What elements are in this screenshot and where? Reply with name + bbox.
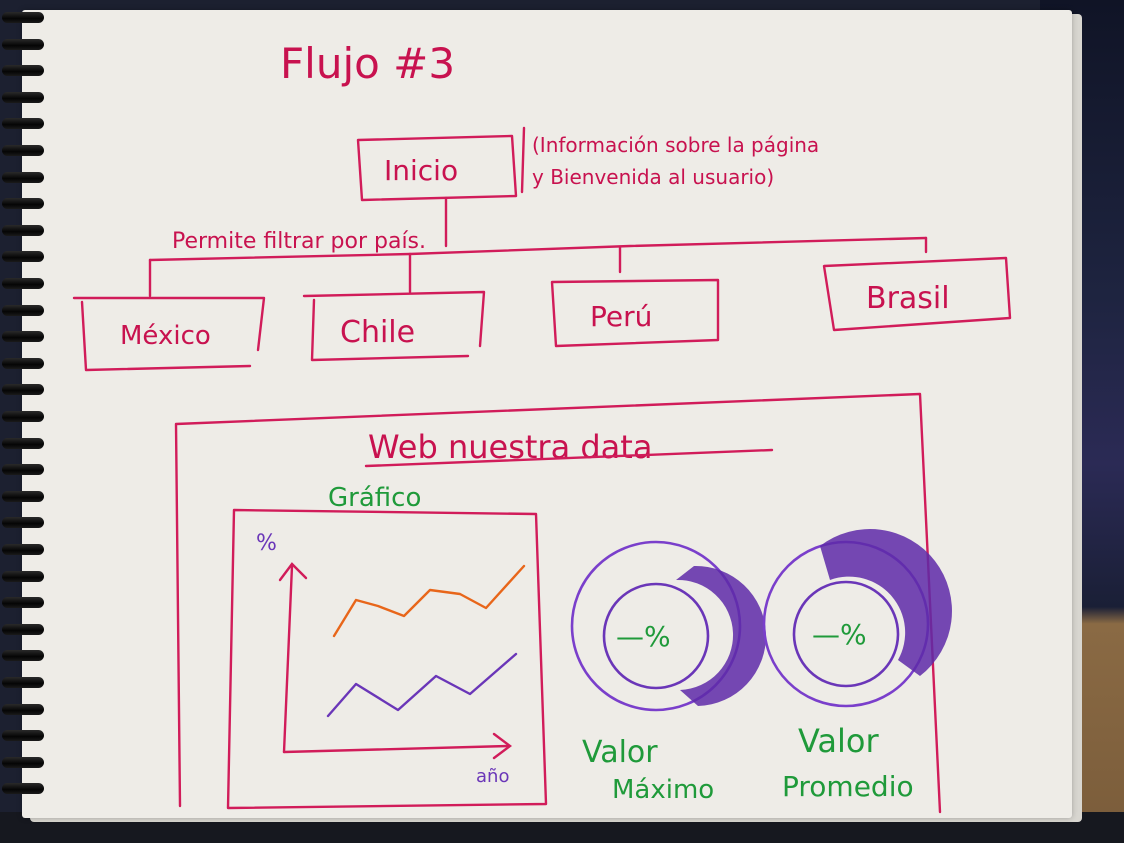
spiral-coil: [2, 38, 44, 50]
spiral-coil: [2, 517, 44, 529]
spiral-coil: [2, 490, 44, 502]
spiral-coil: [2, 650, 44, 662]
spiral-coil: [2, 278, 44, 289]
spiral-coil: [2, 12, 44, 23]
chart-label: Gráfico: [328, 483, 421, 513]
chart-x-axis-label: año: [476, 766, 509, 787]
inicio-note-line1: (Información sobre la página: [532, 133, 819, 157]
chart-y-axis: [282, 564, 294, 754]
spiral-coil: [2, 118, 44, 130]
gauge-max-label-line2: Máximo: [612, 775, 714, 805]
spiral-coil: [2, 623, 44, 635]
country-label-peru: Perú: [590, 300, 652, 333]
chart-series-purple: [326, 652, 518, 718]
spiral-coil: [2, 730, 44, 742]
chart-x-arrow: [492, 732, 512, 760]
country-box-brasil: [822, 256, 1012, 332]
country-box-chile: [302, 290, 486, 362]
inicio-box: [356, 134, 518, 202]
gauge-avg-label-line2: Promedio: [782, 770, 914, 803]
gauge-max-value: —%: [616, 620, 671, 653]
spiral-binding: [2, 12, 46, 812]
gauge-avg-value: —%: [812, 618, 867, 651]
spiral-coil: [2, 677, 44, 688]
chart-y-axis-label: %: [256, 531, 277, 556]
branch-line: [148, 236, 928, 262]
spiral-coil: [2, 756, 44, 768]
spiral-coil: [2, 198, 44, 210]
spiral-coil: [2, 437, 44, 449]
spiral-coil: [2, 251, 44, 263]
spiral-coil: [2, 65, 44, 77]
spiral-coil: [2, 304, 44, 316]
spiral-coil: [2, 91, 44, 103]
spiral-coil: [2, 783, 44, 795]
country-box-mexico: [72, 296, 266, 372]
chart-series-orange: [332, 564, 526, 638]
country-label-mexico: México: [120, 321, 211, 351]
diagram-title: Flujo #3: [280, 39, 455, 88]
spiral-coil: [2, 411, 44, 422]
spiral-coil: [2, 224, 44, 236]
web-panel-title-underline: [364, 448, 774, 468]
spiral-coil: [2, 384, 44, 396]
chart-x-axis: [282, 744, 510, 754]
gauge-max-label-line1: Valor: [582, 735, 658, 770]
chart-y-arrow: [278, 562, 308, 582]
web-panel-frame: [174, 392, 942, 814]
notebook-page: [22, 10, 1072, 818]
spiral-coil: [2, 171, 44, 183]
spiral-coil: [2, 597, 44, 609]
gauge-max: —% Valor Máximo: [570, 540, 766, 805]
country-box-peru: [550, 278, 720, 348]
spiral-coil: [2, 464, 44, 476]
spiral-coil: [2, 357, 44, 369]
spiral-coil: [2, 570, 44, 582]
gauge-avg: —% Valor Promedio: [762, 529, 952, 803]
gauge-avg-label-line1: Valor: [798, 722, 879, 760]
spiral-coil: [2, 703, 44, 715]
country-label-brasil: Brasil: [866, 281, 950, 316]
inicio-box-bracket: [520, 126, 526, 194]
spiral-coil: [2, 544, 44, 555]
spiral-coil: [2, 331, 44, 343]
country-label-chile: Chile: [340, 315, 415, 350]
spiral-coil: [2, 145, 44, 156]
chart-frame: [226, 508, 548, 810]
inicio-label: Inicio: [384, 154, 458, 187]
filter-note: Permite filtrar por país.: [172, 229, 426, 254]
inicio-note-line2: y Bienvenida al usuario): [532, 165, 774, 189]
